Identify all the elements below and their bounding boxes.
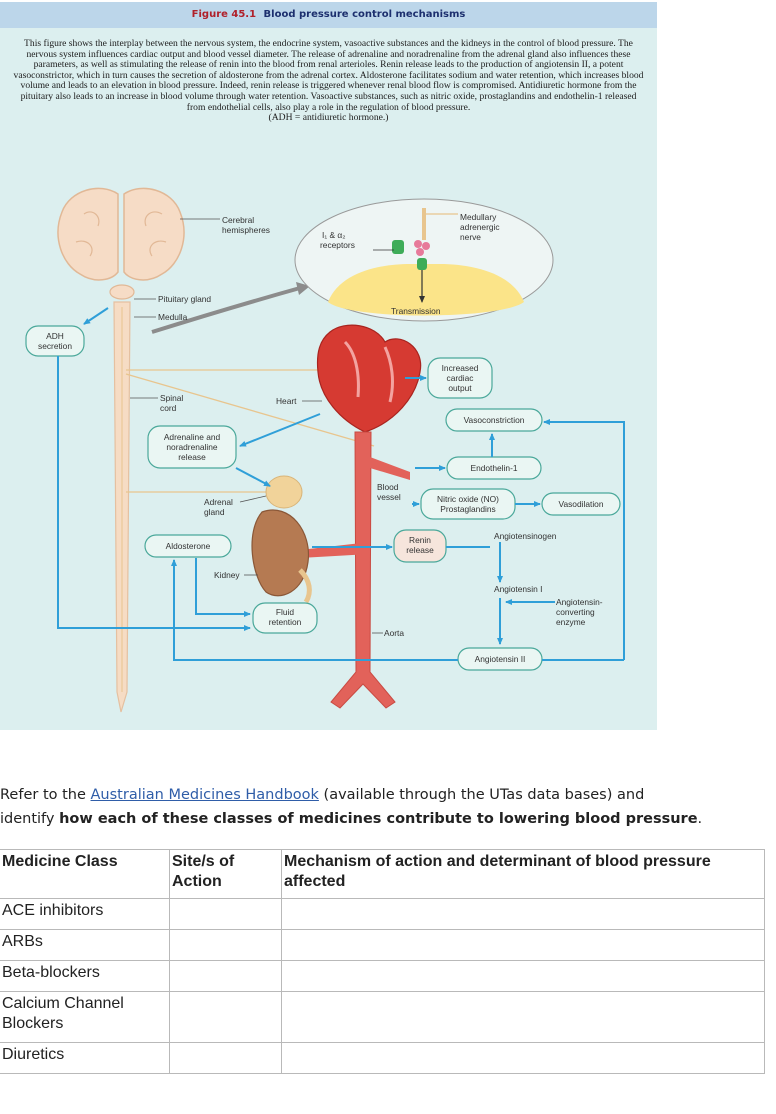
mechanism-cell[interactable] [281,991,765,1043]
label-ace-1: Angiotensin- [556,597,603,607]
ureter [298,568,312,604]
figure-caption: This figure shows the interplay between … [12,38,645,124]
label-angiotensin-ii: Angiotensin II [475,654,526,664]
label-release: release [178,452,206,462]
table-row: ACE inhibitors [0,898,765,930]
label-adrenaline: Adrenaline and [164,432,221,442]
pituitary-gland [109,284,135,300]
label-angiotensinogen: Angiotensinogen [494,531,557,541]
site-cell[interactable] [169,898,282,930]
table-row: Beta-blockers [0,960,765,992]
site-cell[interactable] [169,1042,282,1074]
label-vasoconstriction: Vasoconstriction [464,415,525,425]
label-adh: ADH [46,331,64,341]
instructions-line-1: Refer to the Australian Medicines Handbo… [0,783,776,807]
amh-link[interactable]: Australian Medicines Handbook [90,787,319,803]
inset-pointer [151,286,301,334]
caption-text: This figure shows the interplay between … [13,38,644,113]
label-heart: Heart [276,396,297,406]
label-endothelin: Endothelin-1 [470,463,517,473]
class-cell: Beta-blockers [0,960,170,992]
label-cardiac: cardiac [447,373,474,383]
caption-note: (ADH = antidiuretic hormone.) [268,112,389,124]
label-vessel: vessel [377,492,401,502]
label-hemispheres: hemispheres [222,225,270,235]
label-medullary: Medullary [460,212,497,222]
label-nitric-oxide: Nitric oxide (NO) [437,494,499,504]
medicine-class-table: Medicine Class Site/s of Action Mechanis… [0,849,765,1074]
brain-illustration [57,187,185,281]
class-cell: ARBs [0,929,170,961]
figure-title: Blood pressure control mechanisms [263,9,466,20]
heart-illustration [316,324,422,433]
bp-control-diagram: Cerebral hemispheres Pituitary gland Med… [25,187,625,713]
label-cord: cord [160,403,177,413]
label-noradrenaline: noradrenaline [166,442,218,452]
aorta-vessel [330,431,396,709]
label-output: output [448,383,472,393]
site-cell[interactable] [169,960,282,992]
header-medicine-class: Medicine Class [0,849,170,899]
class-cell: Calcium Channel Blockers [0,991,170,1043]
instructions: Refer to the Australian Medicines Handbo… [0,783,776,831]
table-row: Calcium Channel Blockers [0,991,765,1043]
label-transmission: Transmission [391,306,441,316]
label-adrenergic: adrenergic [460,222,500,232]
instructions-text-2: (available through the UTas data bases) … [318,787,645,803]
instructions-text-4: . [697,811,703,827]
instructions-text-3: identify [0,811,60,827]
label-medulla: Medulla [158,312,188,322]
blood-vessel-branch [370,457,410,480]
label-receptors: receptors [320,240,355,250]
label-angiotensin-i: Angiotensin I [494,584,542,594]
class-cell: ACE inhibitors [0,898,170,930]
label-kidney: Kidney [214,570,240,580]
header-mechanism: Mechanism of action and determinant of b… [281,849,765,899]
mechanism-cell[interactable] [281,960,765,992]
label-fluid: Fluid [276,607,294,617]
label-prostaglandins: Prostaglandins [440,504,495,514]
label-vasodilation: Vasodilation [558,499,603,509]
label-adh-secretion: secretion [38,341,72,351]
header-sites: Site/s of Action [169,849,282,899]
label-nerve: nerve [460,232,481,242]
instructions-text-1: Refer to the [0,787,91,803]
label-adrenal: Adrenal [204,497,233,507]
diagram-labels: Cerebral hemispheres Pituitary gland Med… [38,212,604,664]
table-row: ARBs [0,929,765,961]
blood-pressure-figure: Figure 45.1 Blood pressure control mecha… [0,2,657,730]
label-spinal: Spinal [160,393,183,403]
class-cell: Diuretics [0,1042,170,1074]
label-aldosterone: Aldosterone [166,541,211,551]
instructions-line-2: identify how each of these classes of me… [0,807,776,831]
mechanism-cell[interactable] [281,898,765,930]
label-pituitary: Pituitary gland [158,294,211,304]
label-ace-3: enzyme [556,617,586,627]
nerve-lines [125,369,375,493]
mechanism-cell[interactable] [281,1042,765,1074]
receptor-inset [294,198,554,322]
label-aorta: Aorta [384,628,404,638]
label-cerebral: Cerebral [222,215,254,225]
label-increased: Increased [442,363,479,373]
site-cell[interactable] [169,929,282,961]
label-gland: gland [204,507,225,517]
label-blood: Blood [377,482,399,492]
mechanism-cell[interactable] [281,929,765,961]
label-ace-2: converting [556,607,595,617]
kidney-shape [251,509,310,597]
adrenal-gland-shape [265,475,303,509]
flow-arrows [57,307,625,661]
table-header-row: Medicine Class Site/s of Action Mechanis… [0,849,765,899]
figure-title-bar: Figure 45.1 Blood pressure control mecha… [0,2,657,28]
table-row: Diuretics [0,1042,765,1074]
site-cell[interactable] [169,991,282,1043]
instructions-bold: how each of these classes of medicines c… [59,811,698,827]
label-renin-release: release [406,545,434,555]
figure-number: Figure 45.1 [191,9,257,20]
label-retention: retention [269,617,302,627]
label-boxes [25,325,621,671]
label-renin: Renin [409,535,431,545]
label-receptors-type: I₁ & α₂ [322,230,346,240]
